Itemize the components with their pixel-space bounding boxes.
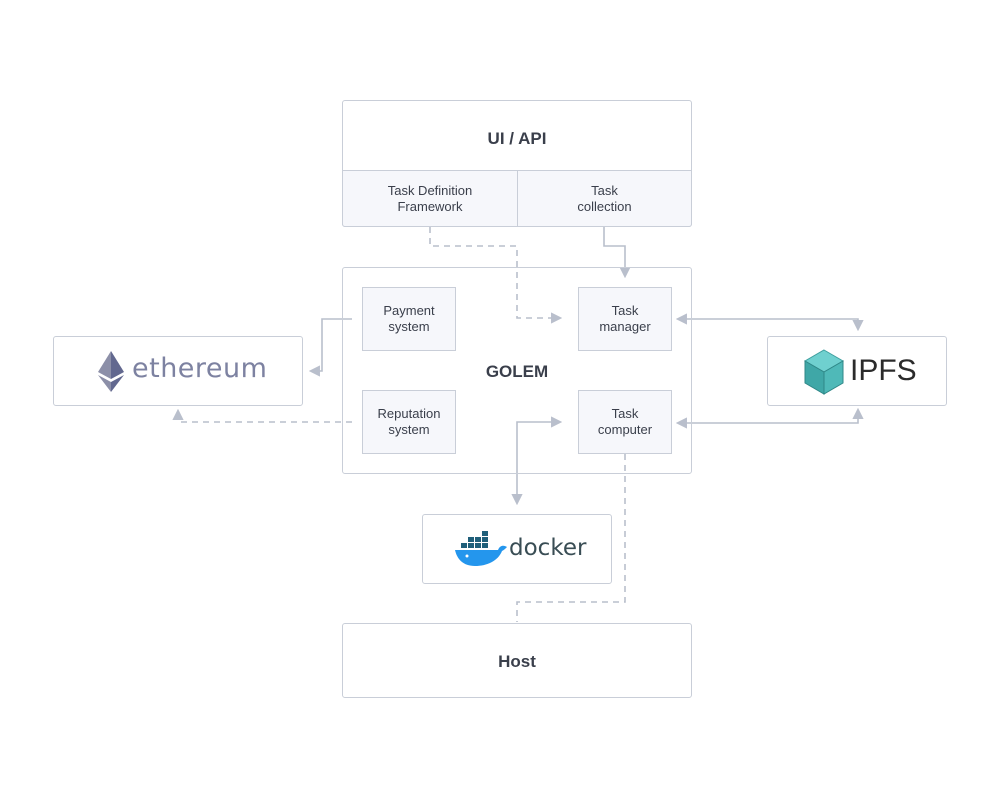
host-block: Host bbox=[342, 623, 692, 698]
payment-system-label-line1: Payment bbox=[383, 303, 435, 318]
reputation-system-box: Reputation system bbox=[362, 390, 456, 454]
reputation-system-label-line1: Reputation bbox=[377, 406, 441, 421]
docker-whale-icon bbox=[455, 531, 507, 566]
docker-block: docker bbox=[422, 514, 612, 584]
task-manager-box: Task manager bbox=[578, 287, 672, 351]
payment-system-box: Payment system bbox=[362, 287, 456, 351]
reputation-to-ethereum-connector bbox=[172, 408, 352, 423]
golem-title: GOLEM bbox=[485, 362, 549, 381]
host-title: Host bbox=[498, 652, 536, 671]
task-manager-ipfs-connector bbox=[675, 313, 864, 332]
task-computer-box: Task computer bbox=[578, 390, 672, 454]
reputation-system-label-line2: system bbox=[388, 422, 430, 437]
ipfs-block: IPFS bbox=[767, 336, 947, 406]
task-definition-framework-box: Task Definition Framework bbox=[342, 170, 518, 227]
task-manager-label-line2: manager bbox=[599, 319, 651, 334]
ui-api-block: UI / API Task Definition Framework Task … bbox=[342, 100, 692, 227]
ethereum-diamond-icon bbox=[98, 351, 124, 392]
task-manager-label-line1: Task bbox=[611, 303, 639, 318]
task-computer-label-line1: Task bbox=[611, 406, 639, 421]
task-definition-framework-label-line2: Framework bbox=[397, 198, 463, 214]
task-definition-framework-label-line1: Task Definition bbox=[387, 182, 473, 198]
docker-logo-text: docker bbox=[509, 535, 587, 561]
ethereum-block: ethereum bbox=[53, 336, 303, 406]
ipfs-cube-icon bbox=[804, 349, 844, 395]
task-computer-label-line2: computer bbox=[597, 422, 653, 437]
task-collection-label-line1: Task bbox=[591, 182, 618, 198]
task-collection-box: Task collection bbox=[517, 170, 692, 227]
task-computer-ipfs-connector bbox=[675, 407, 864, 429]
golem-block: GOLEM bbox=[342, 267, 692, 474]
ui-api-title: UI / API bbox=[487, 129, 547, 148]
ethereum-logo-text: ethereum bbox=[132, 353, 268, 384]
payment-system-label-line2: system bbox=[388, 319, 430, 334]
ipfs-logo-text: IPFS bbox=[850, 354, 917, 387]
task-collection-label-line2: collection bbox=[577, 198, 632, 214]
